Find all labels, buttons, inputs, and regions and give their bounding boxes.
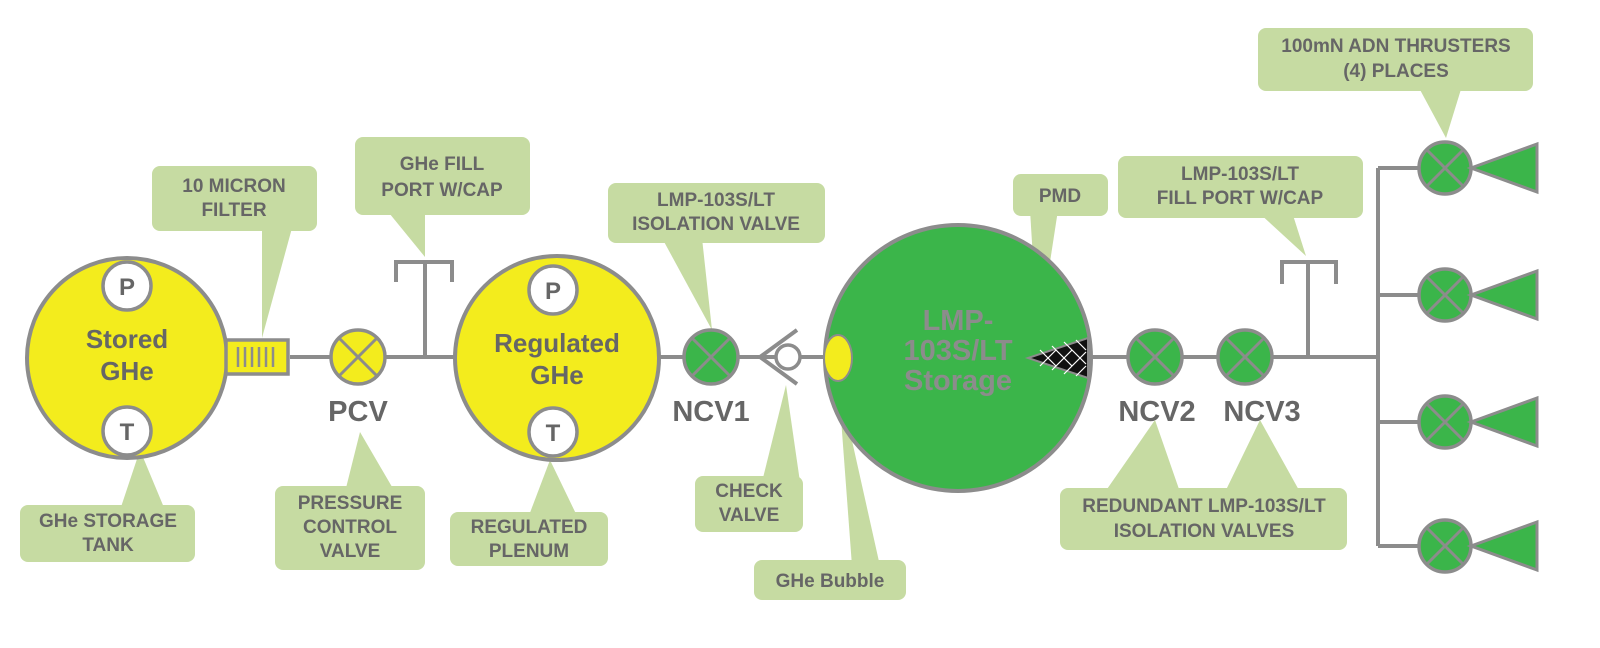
ncv2-valve [1126, 328, 1184, 386]
ncv1-valve [682, 328, 740, 386]
lmp-fill-port [1280, 260, 1338, 357]
pressure-gauge: P [101, 260, 153, 312]
svg-text:T: T [120, 419, 135, 446]
pmd-device [1024, 336, 1089, 380]
check-valve [756, 328, 802, 386]
ncv3-label: NCV3 [1223, 396, 1300, 428]
thruster-4 [1417, 518, 1539, 574]
svg-text:P: P [545, 278, 561, 305]
micron-filter [224, 338, 290, 376]
ghe-bubble [823, 334, 853, 382]
callout-thrusters: 100mN ADN THRUSTERS(4) PLACES [1258, 28, 1533, 138]
pressure-control-valve [329, 328, 387, 386]
thruster-1 [1417, 140, 1539, 196]
pcv-label: PCV [328, 396, 388, 428]
svg-text:PMD: PMD [1039, 186, 1081, 207]
svg-text:100mN ADN THRUSTERS(4) PLACES: 100mN ADN THRUSTERS(4) PLACES [1281, 36, 1510, 82]
ghe-fill-port [394, 260, 454, 357]
thruster-3 [1417, 394, 1539, 450]
piping [290, 166, 1420, 548]
temperature-gauge: T [101, 405, 153, 457]
temperature-gauge: T [527, 406, 579, 458]
svg-text:GHe Bubble: GHe Bubble [776, 571, 885, 592]
svg-text:T: T [546, 420, 561, 447]
ncv2-label: NCV2 [1118, 396, 1195, 428]
svg-text:P: P [119, 274, 135, 301]
ncv3-valve [1216, 328, 1274, 386]
pressure-gauge: P [527, 264, 579, 316]
ncv1-label: NCV1 [672, 396, 749, 428]
thruster-2 [1417, 267, 1539, 323]
